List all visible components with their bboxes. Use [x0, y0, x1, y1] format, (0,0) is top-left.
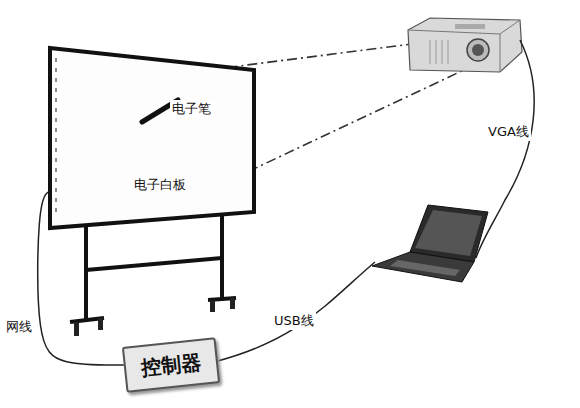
- board-outline: [46, 44, 258, 232]
- pen-label: 电子笔: [170, 100, 213, 118]
- laptop: [372, 205, 488, 282]
- cable-label: 网线: [4, 318, 34, 336]
- usb-cable: [214, 262, 375, 362]
- board-frame: [50, 48, 254, 228]
- board-stand: [70, 214, 236, 322]
- cable-label: USB线: [272, 312, 316, 330]
- stand-wheels: [74, 298, 235, 336]
- board-edge-marks: [55, 58, 57, 212]
- controller-box: 控制器: [122, 337, 220, 393]
- vga-cable: [476, 40, 534, 258]
- cables: [214, 40, 534, 362]
- whiteboard: 电子白板: [46, 44, 258, 232]
- projector: [408, 18, 522, 72]
- controller-label: 控制器: [140, 348, 202, 381]
- board-label: 电子白板: [134, 176, 186, 194]
- cable-label: VGA线: [486, 123, 531, 141]
